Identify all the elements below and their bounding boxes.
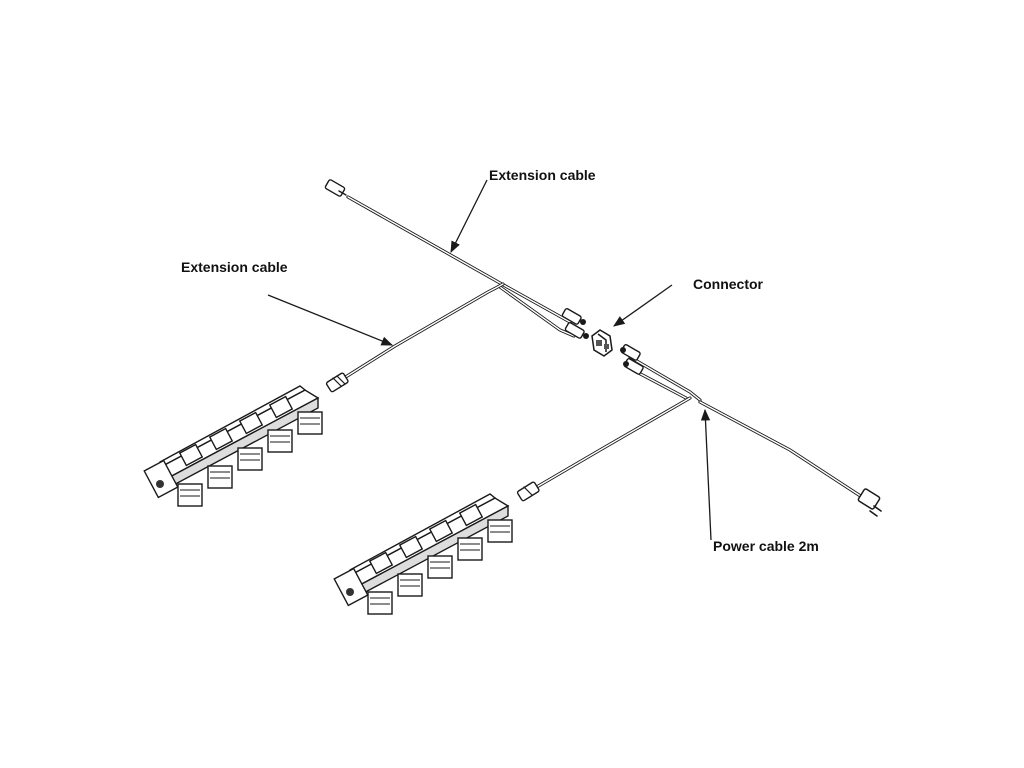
lamp-fixture-upper [143,385,323,507]
lamp-heads-upper-row-lower [368,503,484,575]
leader-extension-top [450,179,488,254]
lamp-heads-lower-row [177,411,323,507]
label-power-cable: Power cable 2m [713,538,819,554]
label-extension-cable-left: Extension cable [181,259,288,275]
connector-part [591,329,613,357]
leader-power-cable [700,408,712,541]
twin-plug-power [620,344,644,375]
label-extension-cable-top: Extension cable [489,167,596,183]
lamp-fixture-lower [333,493,513,615]
extension-cable-top [324,179,589,393]
end-connector-left [325,372,349,393]
end-connector-top [324,179,347,197]
power-cable [516,344,882,517]
leader-extension-left [267,294,394,346]
lamp-heads-upper-row [178,395,294,467]
end-connector-lower [516,481,540,502]
mains-plug [857,488,882,517]
twin-plug-top [561,308,589,339]
leader-connector [613,284,673,327]
label-connector: Connector [693,276,763,292]
